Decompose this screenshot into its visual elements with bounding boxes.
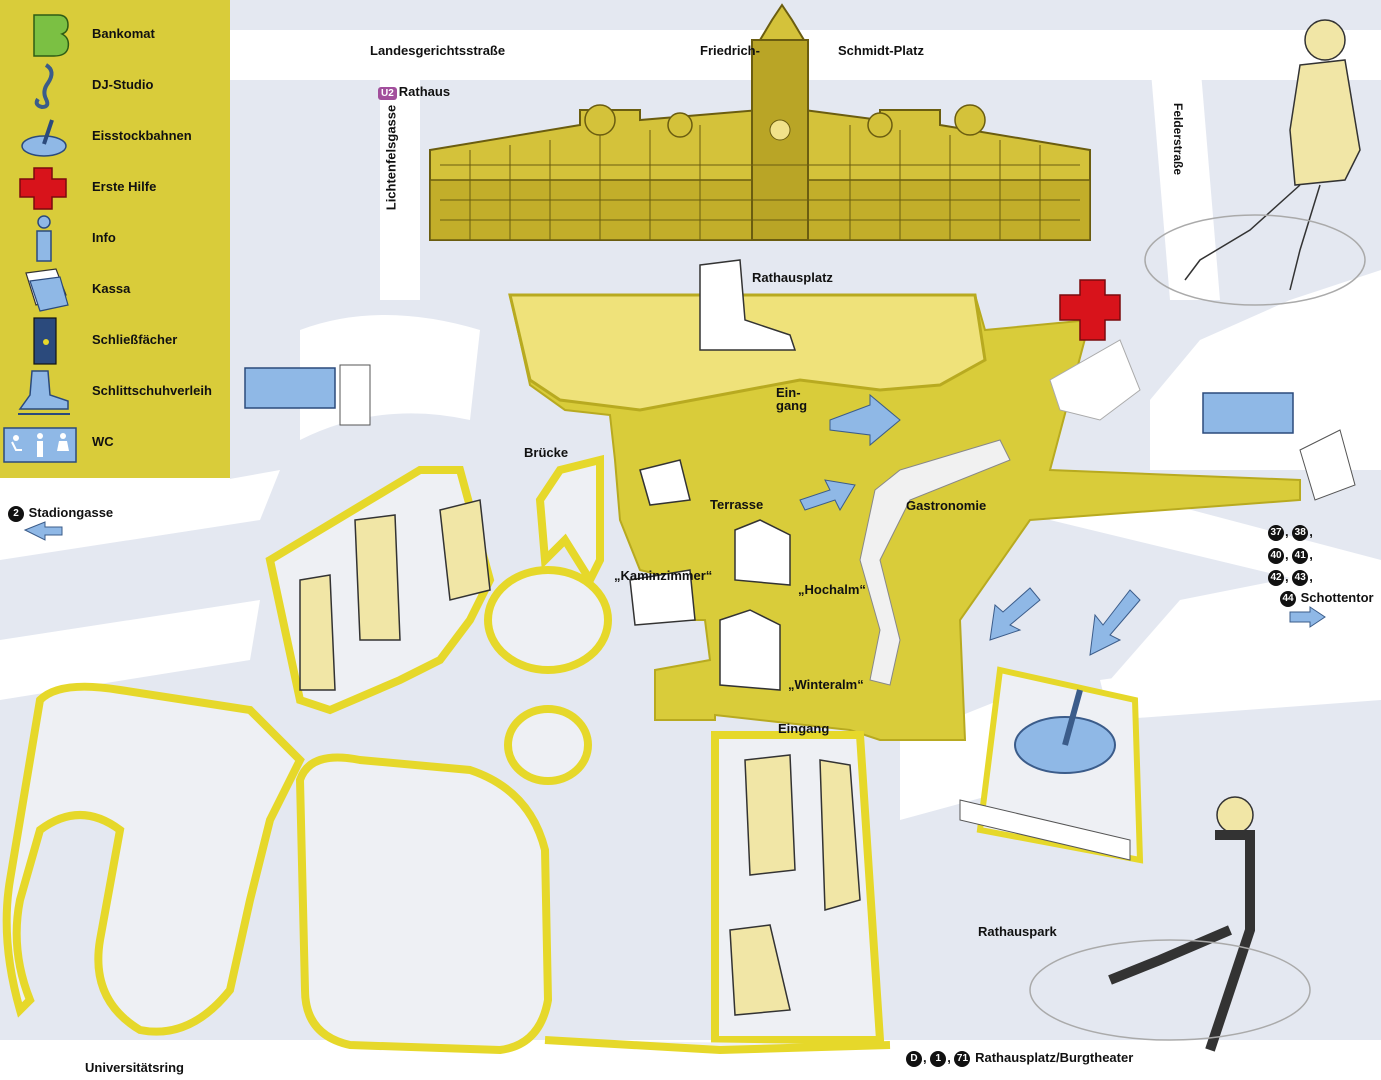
legend-label: DJ-Studio	[92, 77, 154, 92]
tram-badge: 71	[954, 1050, 971, 1067]
u2-station-label: Rathaus	[398, 84, 451, 99]
skate-boot-top	[699, 259, 797, 351]
legend-item-erste-hilfe: Erste Hilfe	[0, 163, 230, 213]
legend-label: Info	[92, 230, 116, 245]
transit-stadiongasse: 2 Stadiongasse	[8, 505, 113, 522]
label-winteralm: „Winteralm“	[788, 677, 864, 692]
tram-row-3: 42, 43,	[1268, 569, 1313, 586]
wc-icon	[3, 427, 77, 463]
tram-badge: 43	[1292, 569, 1309, 586]
street-landesgerichtsstrasse: Landesgerichtsstraße	[370, 43, 506, 58]
legend-item-kassa: Kassa	[0, 265, 230, 315]
street-schmidt-platz: Schmidt-Platz	[838, 43, 924, 58]
legend-label: Schlittschuhverleih	[92, 383, 212, 398]
legend-item-eisstockbahnen: Eisstockbahnen	[0, 112, 230, 162]
transit-bottom-stops: D, 1, 71 Rathausplatz/Burgtheater	[906, 1050, 1133, 1067]
gastronomy-tent	[859, 439, 1011, 686]
tram-row-1: 37, 38,	[1268, 524, 1313, 541]
label-eingang-bottom: Eingang	[778, 721, 830, 736]
label-eingang-top: Ein- gang	[776, 385, 808, 413]
legend-item-schliessfaecher: Schließfächer	[0, 316, 230, 366]
legend-item-dj-studio: DJ-Studio	[0, 61, 230, 111]
legend-label: Schließfächer	[92, 332, 178, 347]
label-rathauspark: Rathauspark	[978, 924, 1057, 939]
tram-row-2: 40, 41,	[1268, 547, 1313, 564]
street-friedrich: Friedrich-	[700, 43, 760, 58]
street-felderstrasse: Felderstraße	[1171, 102, 1186, 176]
legend-panel: Bankomat DJ-Studio Eisstockbahnen Erste …	[0, 0, 230, 478]
rathaus-building	[429, 3, 1091, 241]
curling-area	[959, 666, 1144, 864]
label-hochalm: „Hochalm“	[798, 582, 866, 597]
street-universitaetsring: Universitätsring	[85, 1060, 184, 1075]
locker-icon	[33, 317, 57, 365]
tram-badge: 37	[1268, 524, 1284, 541]
rathausplatz-plaza	[508, 293, 1301, 741]
tram-badge: 1	[930, 1050, 947, 1067]
label-terrasse: Terrasse	[710, 497, 764, 512]
legend-item-schlittschuhverleih: Schlittschuhverleih	[0, 367, 230, 417]
stadiongasse-label: Stadiongasse	[28, 505, 114, 520]
schottentor-label: Schottentor	[1300, 590, 1374, 605]
curling-stone-icon	[21, 119, 67, 157]
dj-studio-icon	[34, 63, 54, 110]
tram-badge: 38	[1292, 524, 1309, 541]
label-gastronomie: Gastronomie	[906, 498, 987, 513]
wc-boxes-map	[244, 364, 1356, 501]
tram-badge: 41	[1292, 547, 1309, 564]
first-aid-cross-icon	[19, 167, 67, 210]
direction-arrows	[23, 393, 1326, 656]
label-bruecke: Brücke	[524, 445, 569, 460]
bankomat-icon	[33, 14, 70, 57]
tram-row-4: 44 Schottentor	[1280, 590, 1374, 607]
skater-top-right	[1144, 19, 1366, 306]
rathausplatz-burgtheater-label: Rathausplatz/Burgtheater	[975, 1050, 1134, 1065]
label-rathausplatz: Rathausplatz	[752, 270, 833, 285]
ticket-office-icon	[25, 268, 69, 312]
legend-label: Bankomat	[92, 26, 155, 41]
first-aid-cross-map	[1049, 279, 1141, 421]
legend-item-wc: WC	[0, 418, 230, 468]
legend-item-bankomat: Bankomat	[0, 10, 230, 60]
label-kaminzimmer: „Kaminzimmer“	[614, 568, 713, 583]
u2-badge: U2	[378, 87, 397, 100]
legend-label: WC	[92, 434, 114, 449]
legend-label: Kassa	[92, 281, 131, 296]
legend-item-info: Info	[0, 214, 230, 264]
huts	[629, 459, 791, 691]
info-icon	[36, 215, 52, 262]
tram-2-badge: 2	[8, 505, 24, 522]
tram-badge: D	[906, 1050, 922, 1067]
skate-rental-icon	[18, 370, 70, 415]
tram-badge: 42	[1268, 569, 1284, 586]
skater-bottom-right	[1029, 796, 1311, 1052]
tram-badge: 40	[1268, 547, 1284, 564]
street-lichtenfelsgasse: Lichtenfelsgasse	[383, 104, 399, 211]
legend-label: Eisstockbahnen	[92, 128, 192, 143]
skater-legs-rink	[299, 499, 861, 1016]
tram-badge: 44	[1280, 590, 1296, 607]
legend-label: Erste Hilfe	[92, 179, 157, 194]
